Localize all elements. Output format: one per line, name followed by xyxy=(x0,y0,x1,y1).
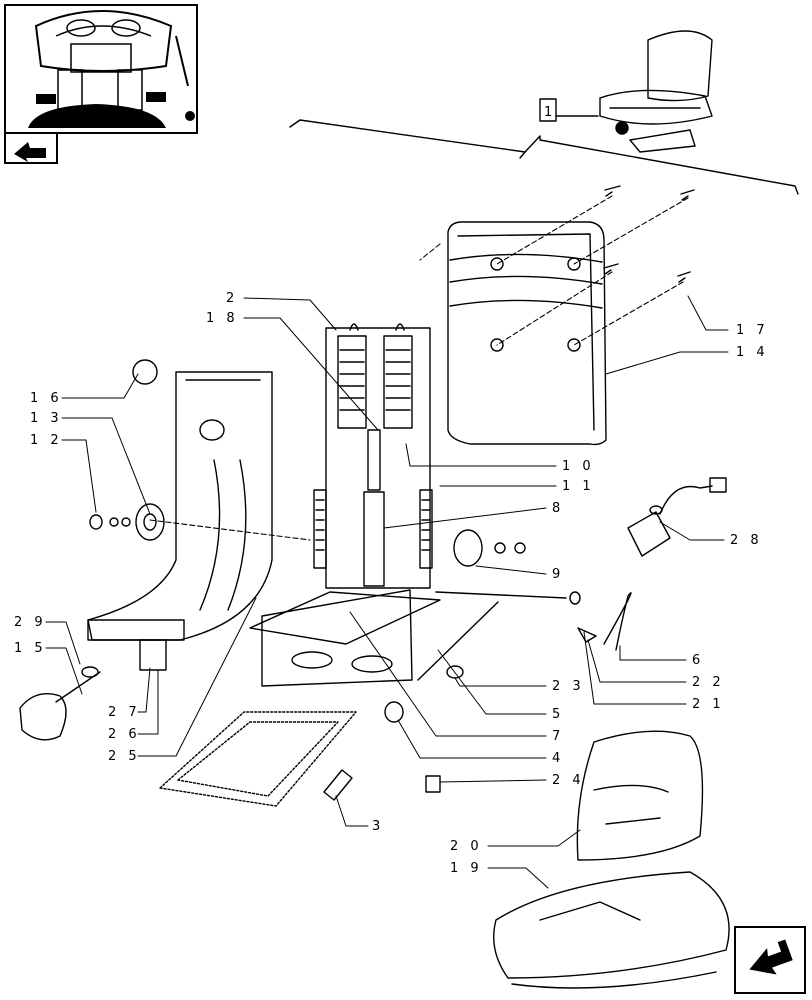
callout-17[interactable]: 1 7 xyxy=(736,323,769,338)
callout-20[interactable]: 2 0 xyxy=(450,839,483,854)
rubber-bumper xyxy=(132,359,158,385)
previous-page-button[interactable] xyxy=(4,134,58,164)
previous-page-arrow-icon xyxy=(14,142,46,162)
retainer-clip xyxy=(577,627,597,643)
base-platform xyxy=(249,589,441,687)
callout-13[interactable]: 1 3 xyxy=(30,411,63,426)
end-cap xyxy=(425,775,441,793)
callout-7[interactable]: 7 xyxy=(552,729,564,744)
callout-29[interactable]: 2 9 xyxy=(14,615,47,630)
callout-9[interactable]: 9 xyxy=(552,567,564,582)
height-knob xyxy=(453,529,526,567)
callout-4[interactable]: 4 xyxy=(552,751,564,766)
callout-28[interactable]: 2 8 xyxy=(730,533,763,548)
callout-25[interactable]: 2 5 xyxy=(108,749,141,764)
callout-24[interactable]: 2 4 xyxy=(552,773,585,788)
callout-5[interactable]: 5 xyxy=(552,707,564,722)
callout-8[interactable]: 8 xyxy=(552,501,564,516)
mini-seat-icon xyxy=(599,30,713,153)
callout-16[interactable]: 1 6 xyxy=(30,391,63,406)
callout-26[interactable]: 2 6 xyxy=(108,727,141,742)
backrest-frame xyxy=(447,221,607,446)
callout-15[interactable]: 1 5 xyxy=(14,641,47,656)
foot-bumper xyxy=(384,701,404,723)
clip-part xyxy=(323,769,353,801)
next-page-button[interactable] xyxy=(734,926,806,994)
lever-handle xyxy=(19,666,101,741)
callout-19[interactable]: 1 9 xyxy=(450,861,483,876)
callout-27[interactable]: 2 7 xyxy=(108,705,141,720)
reference-box-label[interactable]: 1 xyxy=(544,105,552,120)
callout-3[interactable]: 3 xyxy=(372,819,384,834)
callout-23[interactable]: 2 3 xyxy=(552,679,585,694)
slide-rail-plate xyxy=(159,711,357,807)
spring-pin xyxy=(603,592,632,651)
reference-box xyxy=(539,98,557,122)
adjustment-knob xyxy=(89,503,165,541)
washer xyxy=(569,591,581,605)
seat-cushion xyxy=(493,730,730,989)
callout-22[interactable]: 2 2 xyxy=(692,675,725,690)
backrest-screws xyxy=(603,185,695,283)
callout-11[interactable]: 1 1 xyxy=(562,479,595,494)
callout-10[interactable]: 1 0 xyxy=(562,459,595,474)
callout-18[interactable]: 1 8 xyxy=(206,311,239,326)
callout-6[interactable]: 6 xyxy=(692,653,704,668)
left-side-plate xyxy=(87,371,273,641)
callout-2[interactable]: 2 xyxy=(226,291,238,306)
next-page-arrow-icon xyxy=(749,939,793,975)
callout-12[interactable]: 1 2 xyxy=(30,433,63,448)
lever-bracket xyxy=(139,639,167,671)
overview-thumbnail[interactable] xyxy=(4,4,198,134)
suspension-column xyxy=(313,323,433,589)
tractor-cab-thumbnail-icon xyxy=(28,10,195,128)
callout-14[interactable]: 1 4 xyxy=(736,345,769,360)
seat-switch xyxy=(627,477,727,557)
callout-21[interactable]: 2 1 xyxy=(692,697,725,712)
